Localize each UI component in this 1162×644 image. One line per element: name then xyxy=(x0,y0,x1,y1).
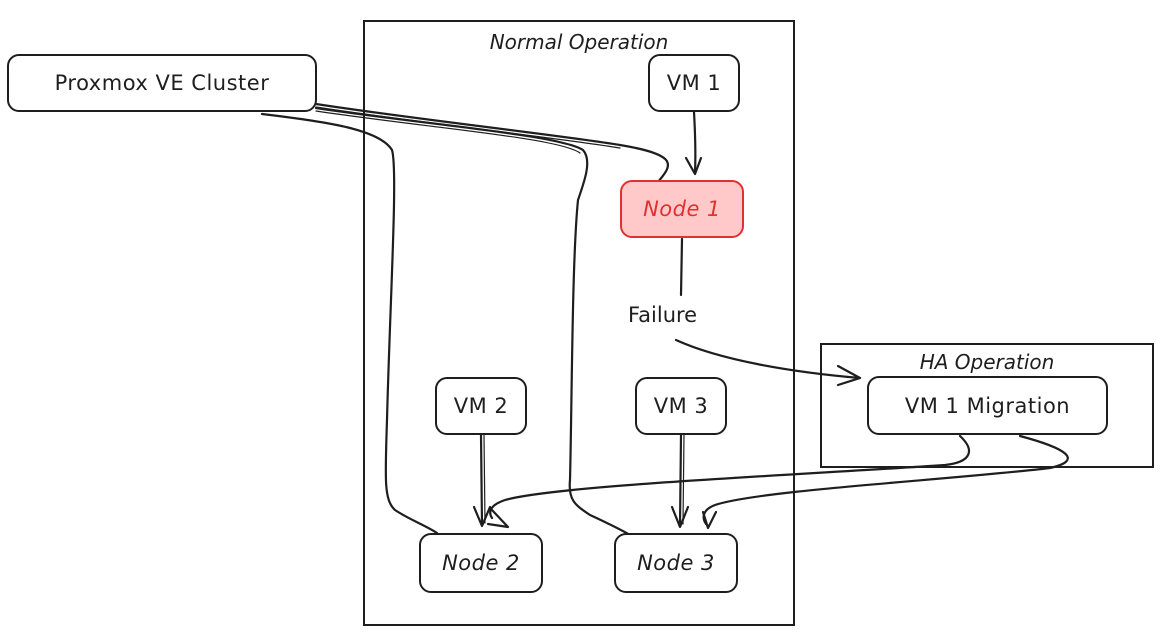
arrowhead-vm3-node3 xyxy=(670,505,690,529)
edge-migration-node2 xyxy=(489,434,971,520)
vm1-label: VM 1 xyxy=(666,71,722,95)
vm3-node[interactable]: VM 3 xyxy=(635,377,727,435)
proxmox-cluster-label: Proxmox VE Cluster xyxy=(54,71,270,95)
node3-label: Node 3 xyxy=(637,551,715,575)
node1-label: Node 1 xyxy=(643,197,721,221)
edge-vm1-node1 xyxy=(692,110,697,175)
ha-operation-title: HA Operation xyxy=(919,350,1055,374)
vm2-label: VM 2 xyxy=(453,394,509,418)
edge-failure-migration xyxy=(674,338,862,380)
failure-label: Failure xyxy=(628,303,698,327)
arrowhead-failure-migration xyxy=(836,364,862,387)
edge-vm2-node2 xyxy=(479,433,484,527)
proxmox-cluster-node[interactable]: Proxmox VE Cluster xyxy=(7,54,317,112)
vm3-label: VM 3 xyxy=(653,394,709,418)
vm2-node[interactable]: VM 2 xyxy=(435,377,527,435)
normal-operation-frame xyxy=(363,20,795,626)
edge-vm3-node3-double xyxy=(682,434,685,525)
edge-cluster-node3-double xyxy=(315,110,581,154)
arrowhead-vm2-node2 xyxy=(472,505,492,528)
vm1-migration-label: VM 1 Migration xyxy=(904,393,1071,418)
edge-migration-node3 xyxy=(702,434,1069,526)
edge-vm2-node2-double xyxy=(483,434,486,524)
arrowhead-vm1-node1 xyxy=(684,156,703,176)
vm1-migration-node[interactable]: VM 1 Migration xyxy=(867,376,1108,435)
arrowhead-migration-node3 xyxy=(701,510,718,530)
vm1-node[interactable]: VM 1 xyxy=(648,54,740,112)
normal-operation-title: Normal Operation xyxy=(489,30,669,54)
node2-label: Node 2 xyxy=(442,551,520,575)
edge-cluster-node2 xyxy=(260,112,439,535)
node1-failed[interactable]: Node 1 xyxy=(620,180,744,238)
node3-node[interactable]: Node 3 xyxy=(614,533,738,593)
ha-operation-frame xyxy=(820,343,1154,468)
edge-cluster-node1 xyxy=(314,102,670,184)
edge-node1-failure xyxy=(679,237,684,297)
node2-node[interactable]: Node 2 xyxy=(419,533,543,593)
edge-cluster-node3 xyxy=(314,106,632,537)
arrowhead-migration-node2 xyxy=(486,508,510,529)
